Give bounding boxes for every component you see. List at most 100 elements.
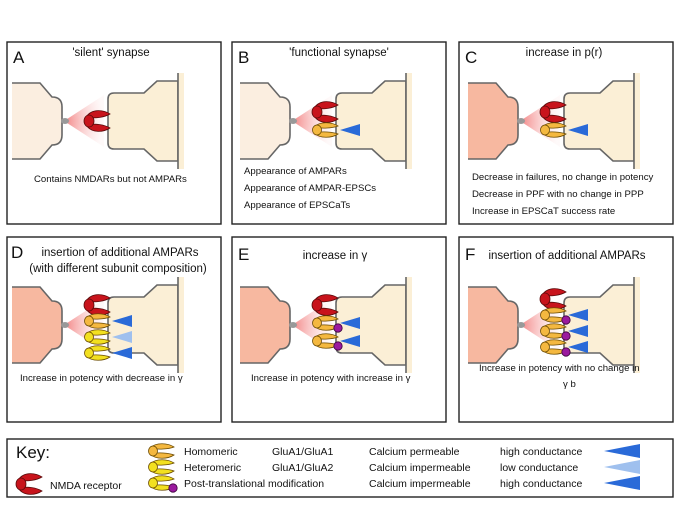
high-conductance-icon	[604, 444, 640, 458]
panel-title: increase in p(r)	[526, 47, 603, 59]
homomeric-ampar-icon	[312, 122, 339, 138]
conductance-icon	[568, 124, 588, 136]
ptm-dot-icon	[561, 331, 571, 341]
ptm-ampar-icon	[148, 475, 175, 491]
postsynaptic-compartment	[335, 284, 407, 366]
postsynaptic-compartment	[107, 80, 179, 162]
panel-letter: C	[465, 48, 477, 67]
panel-b: B 'functional synapse' Appearance of AMP…	[231, 41, 447, 225]
homomeric-ampar-icon	[84, 313, 111, 329]
key-title: Key:	[16, 443, 50, 462]
conductance-icon	[112, 315, 132, 327]
panel-e: E increase in γ Increase in potency with…	[231, 236, 447, 423]
postsynaptic-density	[406, 73, 412, 169]
nmda-receptor-icon	[311, 294, 339, 316]
panel-letter: A	[13, 48, 25, 67]
postsynaptic-density	[178, 277, 184, 373]
conductance-icon	[568, 325, 588, 337]
ptm-dot-icon	[561, 315, 571, 325]
heteromeric-ampar-icon	[84, 329, 111, 345]
nmda-receptor-icon	[311, 101, 339, 123]
heteromeric-ampar-icon	[148, 459, 175, 475]
release-site	[517, 118, 525, 124]
conductance-icon	[568, 309, 588, 321]
homomeric-ampar-icon	[148, 443, 175, 459]
nmda-receptor-icon	[539, 101, 567, 123]
conductance-icon	[112, 347, 132, 359]
panel-title: insertion of additional AMPARs	[41, 247, 198, 259]
key-row-conductance: high conductance	[500, 446, 582, 458]
key-row-type: Post-translational modification	[184, 478, 324, 490]
panel-title: 'functional synapse'	[289, 47, 389, 59]
panel-note: Decrease in PPF with no change in PPP	[472, 189, 644, 200]
conductance-icon	[340, 317, 360, 329]
nmda-receptor-icon	[15, 473, 43, 495]
postsynaptic-density	[634, 73, 640, 169]
conductance-icon	[112, 331, 132, 343]
panel-title: insertion of additional AMPARs	[488, 250, 645, 262]
nmda-receptor-icon	[15, 473, 43, 495]
panel-c: C increase in p(r) Decrease in failures,…	[458, 41, 674, 225]
panel-note: Decrease in failures, no change in poten…	[472, 172, 654, 183]
panel-note: γ b	[563, 379, 576, 390]
key-row-type: Homomeric	[184, 446, 238, 458]
panel-note: Increase in potency with no change in	[479, 363, 640, 374]
panel-title: increase in γ	[303, 250, 368, 262]
panel-d: D insertion of additional AMPARs (with d…	[6, 236, 222, 423]
heteromeric-ampar-icon	[148, 459, 175, 475]
panel-title: (with different subunit composition)	[29, 263, 207, 275]
release-site	[61, 118, 69, 124]
synapse-illustration	[12, 73, 184, 169]
panel-letter: B	[238, 48, 249, 67]
panel-note: Increase in potency with increase in γ	[251, 373, 411, 384]
conductance-icon	[568, 341, 588, 353]
synapse-illustration	[468, 73, 640, 169]
legend-key: Key: NMDA receptor Homomeric GluA1/GluA1…	[6, 438, 674, 498]
homomeric-ampar-icon	[540, 307, 567, 323]
synapse-illustration	[468, 277, 640, 373]
conductance-icon	[340, 124, 360, 136]
release-site	[517, 322, 525, 328]
key-row-calcium: Calcium permeable	[369, 446, 460, 458]
release-site	[289, 322, 297, 328]
panel-note: Appearance of AMPARs	[244, 166, 347, 177]
key-row-calcium: Calcium impermeable	[369, 462, 471, 474]
key-row-conductance: high conductance	[500, 478, 582, 490]
homomeric-ampar-icon	[148, 443, 175, 459]
panel-a: A 'silent' synapse Contains NMDARs but n…	[6, 41, 222, 225]
panel-note: Appearance of AMPAR-EPSCs	[244, 183, 376, 194]
panel-letter: E	[238, 245, 249, 264]
ptm-dot-icon	[561, 347, 571, 357]
postsynaptic-compartment	[335, 80, 407, 162]
homomeric-ampar-icon	[540, 339, 567, 355]
panel-f: F insertion of additional AMPARs Increas…	[458, 236, 674, 423]
panel-note: Contains NMDARs but not AMPARs	[34, 174, 187, 185]
ptm-ampar-icon	[148, 475, 178, 493]
panel-letter: D	[11, 243, 23, 262]
postsynaptic-density	[178, 73, 184, 169]
ptm-dot-icon	[168, 483, 178, 493]
homomeric-ampar-icon	[540, 122, 567, 138]
nmda-label: NMDA receptor	[50, 480, 122, 492]
key-row-calcium: Calcium impermeable	[369, 478, 471, 490]
panel-note: Increase in EPSCaT success rate	[472, 206, 615, 217]
key-row-conductance: low conductance	[500, 462, 578, 474]
ptm-dot-icon	[333, 341, 343, 351]
ptm-dot-icon	[333, 323, 343, 333]
postsynaptic-compartment	[563, 80, 635, 162]
conductance-icon	[340, 335, 360, 347]
postsynaptic-density	[406, 277, 412, 373]
heteromeric-ampar-icon	[84, 345, 111, 361]
release-site	[61, 322, 69, 328]
key-row-type: Heteromeric	[184, 462, 241, 474]
panel-note: Appearance of EPSCaTs	[244, 200, 350, 211]
postsynaptic-density	[634, 277, 640, 373]
panel-letter: F	[465, 245, 475, 264]
low-conductance-icon	[604, 460, 640, 474]
synapse-illustration	[12, 277, 184, 373]
release-site	[289, 118, 297, 124]
synapse-illustration	[240, 277, 412, 373]
panel-title: 'silent' synapse	[72, 47, 149, 59]
postsynaptic-compartment	[563, 284, 635, 366]
